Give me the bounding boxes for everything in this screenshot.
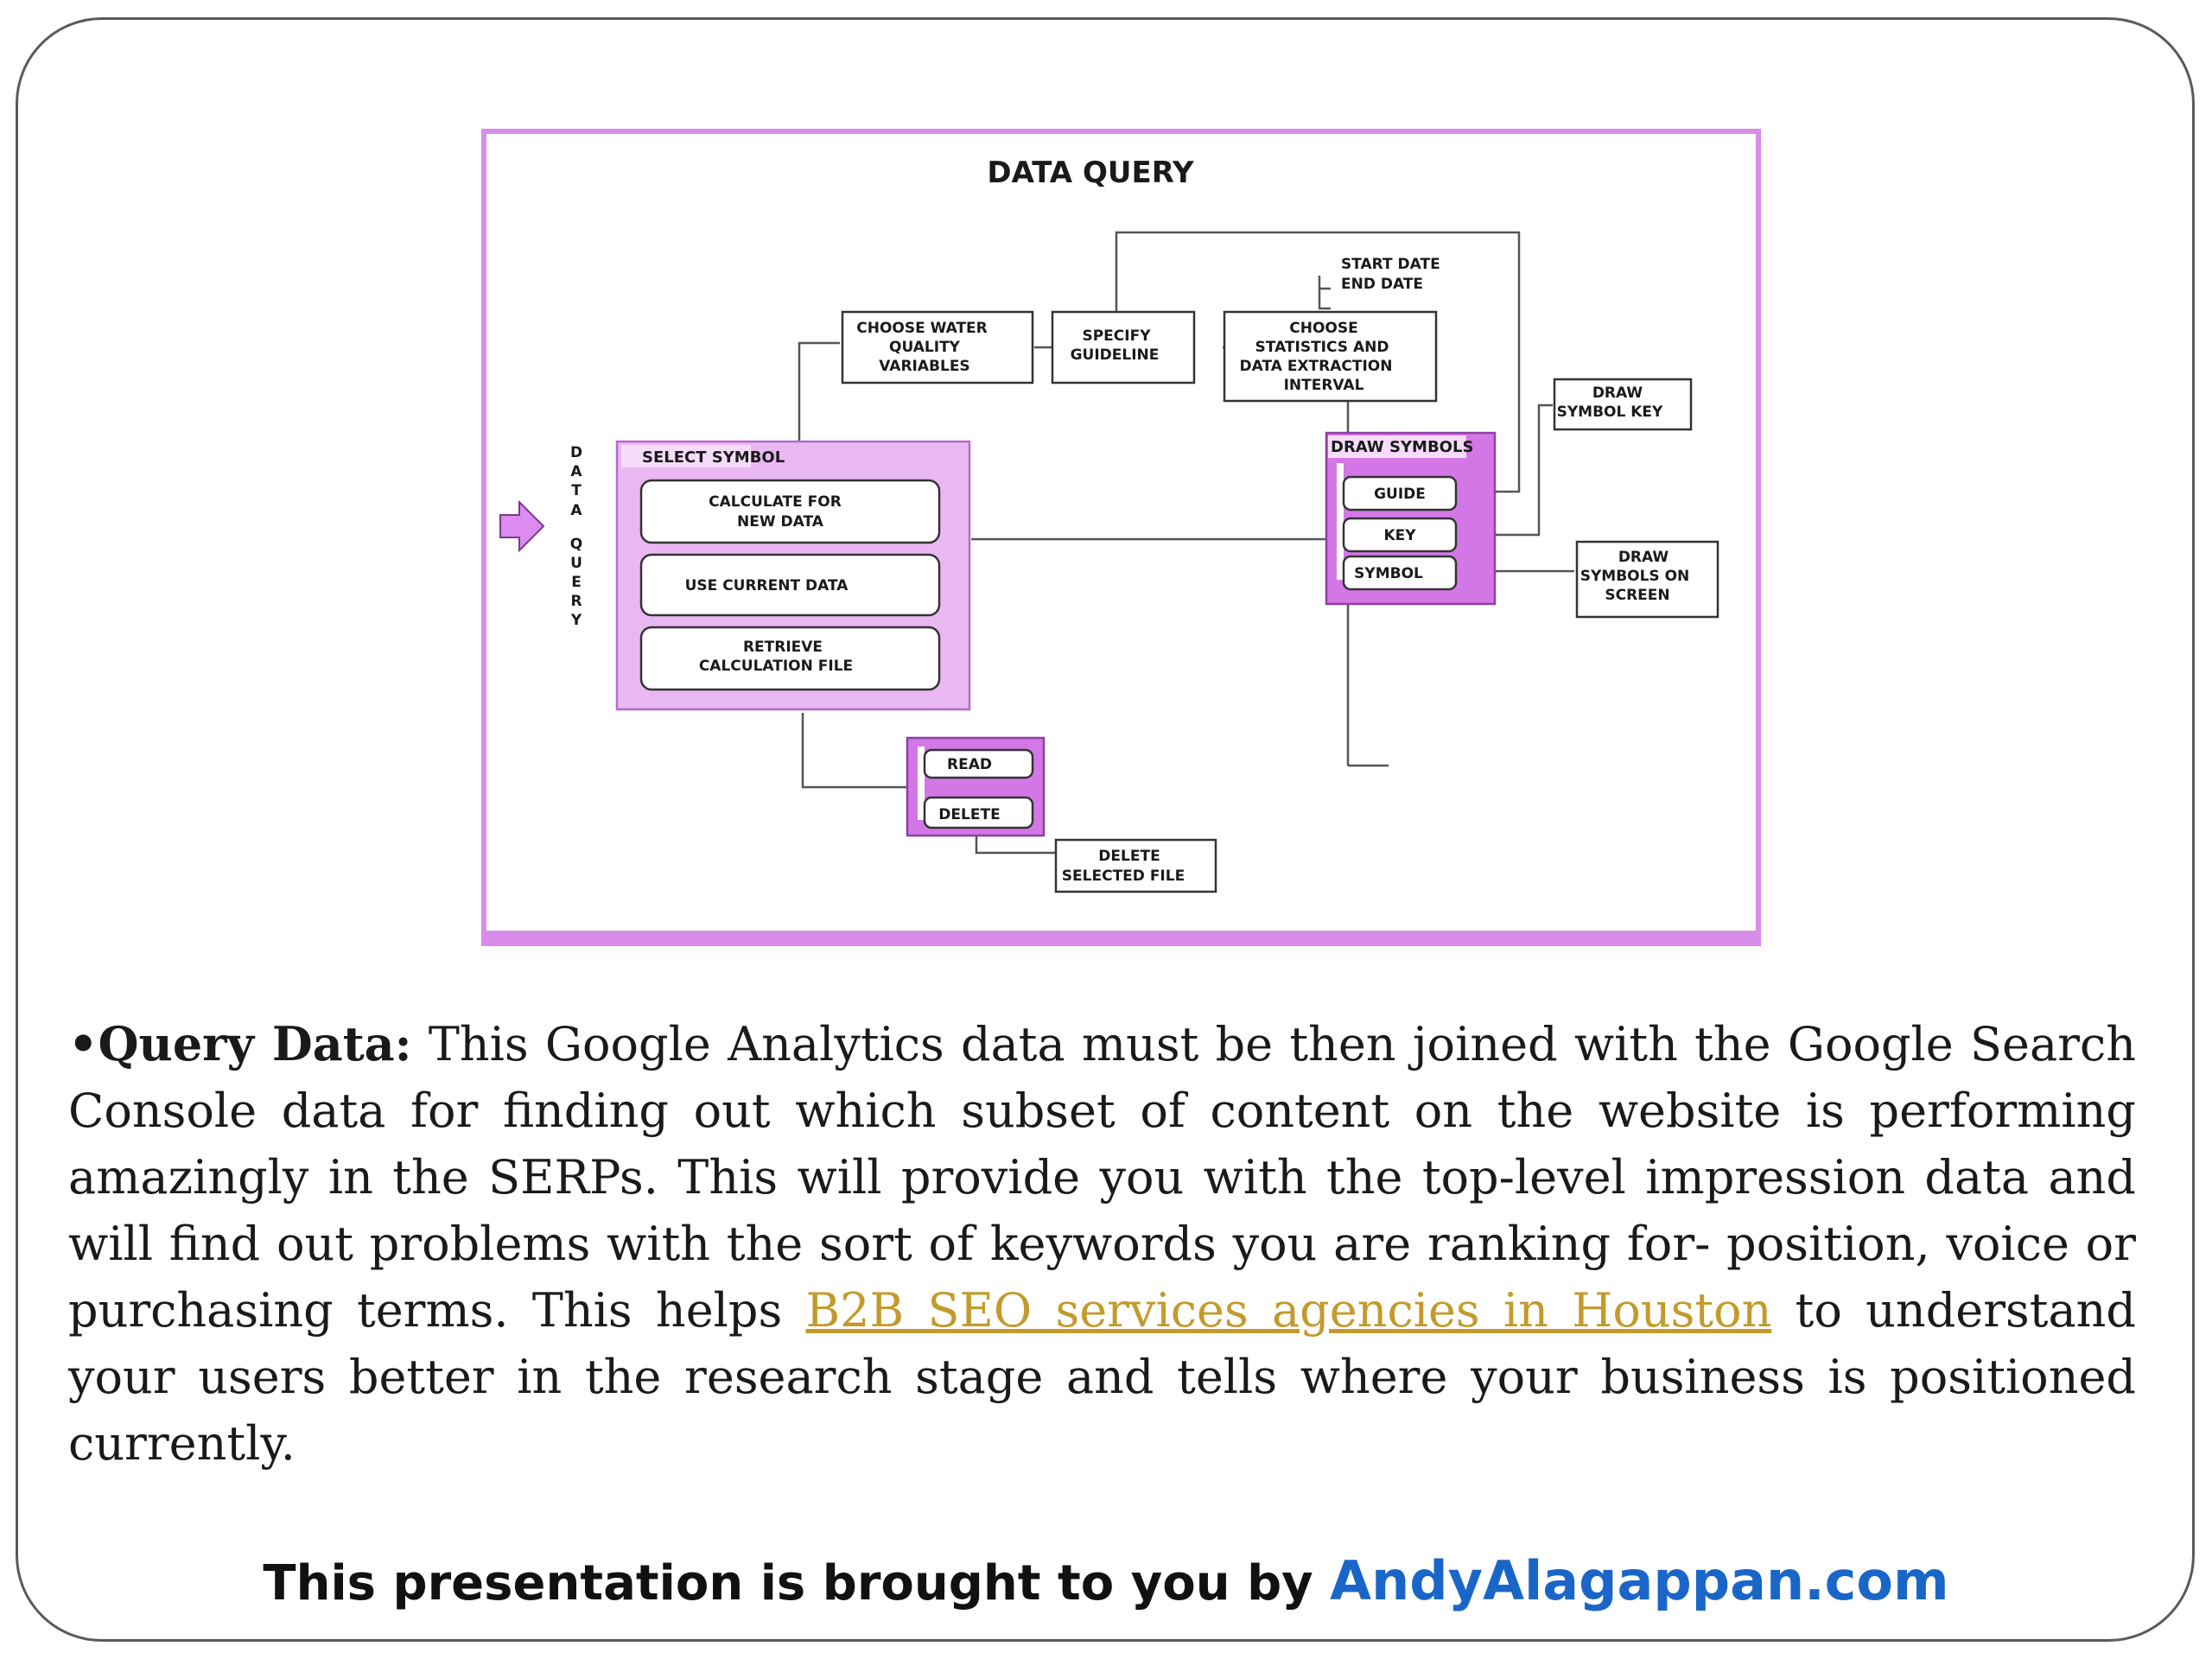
draw-on-screen-line2: SYMBOLS ON bbox=[1580, 568, 1690, 585]
paragraph-text-1: This Google Analytics data must be then … bbox=[68, 1017, 2137, 1338]
choose-variables-box bbox=[841, 310, 1034, 385]
retrieve-line1: RETRIEVE bbox=[743, 639, 823, 656]
read-option bbox=[923, 748, 1034, 779]
symbol-label: SYMBOL bbox=[1354, 565, 1423, 582]
draw-on-screen-line3: SCREEN bbox=[1605, 587, 1669, 604]
read-label: READ bbox=[947, 756, 992, 773]
delete-selected-box bbox=[1054, 838, 1217, 893]
calculate-option bbox=[639, 479, 941, 544]
side-label-char: T bbox=[571, 482, 582, 499]
choose-statistics-line4: INTERVAL bbox=[1284, 377, 1364, 394]
slide-frame bbox=[16, 17, 2195, 1642]
delete-option bbox=[923, 796, 1034, 830]
choose-statistics-line2: STATISTICS AND bbox=[1255, 339, 1389, 356]
choose-statistics-line1: CHOOSE bbox=[1289, 320, 1357, 337]
retrieve-line2: CALCULATION FILE bbox=[699, 658, 853, 675]
side-label-char: Q bbox=[570, 536, 582, 553]
specify-guideline-box bbox=[1051, 310, 1196, 385]
data-query-diagram: DATA QUERY CHOOSE WATER QUALITY VARIABLE… bbox=[481, 129, 1761, 946]
draw-symbols-bracket bbox=[1337, 463, 1344, 580]
select-symbol-title: SELECT SYMBOL bbox=[642, 448, 785, 467]
key-option bbox=[1342, 517, 1458, 553]
diagram-canvas: DATA QUERY CHOOSE WATER QUALITY VARIABLE… bbox=[481, 129, 1761, 946]
choose-statistics-line3: DATA EXTRACTION bbox=[1240, 358, 1393, 375]
choose-variables-line2: QUALITY bbox=[889, 339, 961, 356]
draw-on-screen-line1: DRAW bbox=[1618, 549, 1669, 566]
input-arrow bbox=[499, 499, 545, 553]
draw-symbols-title: DRAW SYMBOLS bbox=[1331, 438, 1473, 456]
symbol-option bbox=[1342, 555, 1458, 591]
choose-statistics-box bbox=[1223, 310, 1438, 403]
use-current-label: USE CURRENT DATA bbox=[685, 577, 849, 594]
delete-selected-line1: DELETE bbox=[1098, 848, 1160, 865]
paragraph-text-2: to understand your users better in the r… bbox=[68, 1283, 2137, 1471]
paragraph-lead: •Query Data: bbox=[68, 1016, 412, 1071]
diagram-frame-bottom bbox=[481, 931, 1761, 946]
side-label-char: R bbox=[570, 593, 582, 610]
draw-symbol-key-box bbox=[1553, 378, 1693, 431]
footer-text: This presentation is brought to you by bbox=[263, 1555, 1331, 1611]
side-label-char: A bbox=[570, 502, 582, 519]
draw-on-screen-box bbox=[1575, 540, 1719, 619]
end-date-label: END DATE bbox=[1341, 276, 1423, 293]
draw-symbols-title-bg bbox=[1328, 435, 1466, 458]
choose-variables-line3: VARIABLES bbox=[879, 358, 969, 375]
houston-seo-link[interactable]: B2B SEO services agencies in Houston bbox=[805, 1283, 1772, 1338]
footer-brand[interactable]: AndyAlagappan.com bbox=[1330, 1549, 1949, 1612]
side-label-char: D bbox=[570, 444, 582, 461]
delete-selected-line2: SELECTED FILE bbox=[1062, 868, 1185, 885]
specify-guideline-line2: GUIDELINE bbox=[1071, 346, 1160, 364]
use-current-option bbox=[639, 553, 941, 617]
file-actions-bracket bbox=[918, 747, 925, 820]
guide-label: GUIDE bbox=[1374, 486, 1426, 503]
calculate-line2: NEW DATA bbox=[737, 513, 824, 531]
retrieve-option bbox=[639, 626, 941, 691]
side-label-char: E bbox=[571, 574, 582, 591]
side-label-char: A bbox=[570, 463, 582, 480]
choose-variables-line1: CHOOSE WATER bbox=[856, 320, 988, 337]
footer-credit: This presentation is brought to you by A… bbox=[0, 1549, 2212, 1612]
diagram-title: DATA QUERY bbox=[987, 156, 1194, 190]
delete-label: DELETE bbox=[938, 806, 1000, 823]
select-symbol-title-bg bbox=[621, 445, 751, 467]
description-paragraph: •Query Data: This Google Analytics data … bbox=[68, 1011, 2136, 1477]
draw-symbol-key-line2: SYMBOL KEY bbox=[1557, 404, 1663, 421]
specify-guideline-line1: SPECIFY bbox=[1082, 327, 1151, 345]
key-label: KEY bbox=[1383, 527, 1416, 544]
draw-symbol-key-line1: DRAW bbox=[1592, 385, 1643, 402]
start-date-label: START DATE bbox=[1341, 256, 1440, 273]
guide-option bbox=[1342, 475, 1458, 512]
calculate-line1: CALCULATE FOR bbox=[709, 493, 842, 511]
side-label-char: Y bbox=[570, 612, 582, 629]
side-label-char: U bbox=[570, 555, 582, 572]
